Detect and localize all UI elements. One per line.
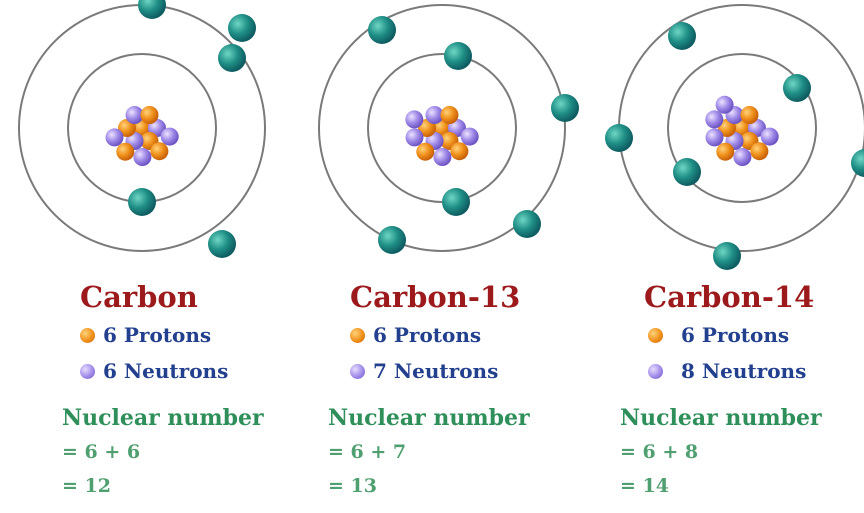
electron — [783, 74, 811, 102]
nuclear-sum: = 6 + 7 — [328, 441, 407, 463]
neutron — [715, 95, 734, 114]
proton — [440, 106, 459, 124]
proton — [418, 119, 436, 137]
electron — [368, 16, 396, 44]
nuclear-number-label: Nuclear number — [328, 405, 530, 431]
isotope-panel-carbon-13: Carbon-13 6 Protons 7 Neutrons Nuclear n… — [328, 280, 600, 500]
neutron — [705, 128, 724, 147]
neutron — [125, 106, 144, 124]
protons-label: 6 Protons — [373, 323, 482, 347]
nuclear-number-label: Nuclear number — [620, 405, 822, 431]
proton-row: 6 Protons — [644, 320, 864, 350]
neutron — [405, 128, 424, 147]
electron — [513, 210, 541, 238]
nuclear-total: = 12 — [62, 475, 111, 497]
nuclear-number-label: Nuclear number — [62, 405, 264, 431]
neutrons-label: 6 Neutrons — [103, 359, 229, 383]
neutron — [133, 148, 152, 166]
neutron — [105, 128, 124, 147]
proton — [133, 119, 151, 137]
electron — [228, 14, 256, 42]
neutron — [760, 127, 779, 146]
atom-3 — [605, 4, 864, 270]
protons-label: 6 Protons — [103, 323, 212, 347]
proton — [116, 142, 135, 161]
neutron-row: 8 Neutrons — [644, 356, 864, 386]
atom-diagrams — [18, 0, 864, 270]
proton — [118, 119, 136, 137]
inner-orbit — [667, 53, 817, 203]
neutron — [448, 119, 466, 137]
proton — [718, 119, 736, 137]
neutrons-label: 8 Neutrons — [681, 359, 807, 383]
neutron-icon — [648, 363, 663, 379]
atom-1 — [18, 0, 266, 258]
proton — [416, 142, 435, 161]
electron — [673, 158, 701, 186]
neutron-row: 7 Neutrons — [350, 356, 600, 386]
neutron-icon — [80, 363, 95, 379]
electron — [378, 226, 406, 254]
proton — [450, 142, 469, 161]
neutron-row: 6 Neutrons — [80, 356, 330, 386]
electron — [208, 230, 236, 258]
neutron — [148, 119, 166, 137]
neutron — [748, 119, 766, 137]
electron — [444, 42, 472, 70]
proton-icon — [648, 327, 663, 343]
proton-row: 6 Protons — [80, 320, 330, 350]
neutron — [160, 127, 179, 146]
neutron — [733, 148, 752, 166]
electron — [605, 124, 633, 152]
outer-orbit — [318, 4, 566, 252]
isotope-name: Carbon — [80, 280, 198, 314]
electron — [128, 188, 156, 216]
neutron — [460, 127, 479, 146]
electron — [218, 44, 246, 72]
nuclear-total: = 14 — [620, 475, 669, 497]
nuclear-sum: = 6 + 6 — [62, 441, 141, 463]
proton-icon — [80, 327, 95, 343]
electron — [138, 0, 166, 19]
proton — [140, 106, 159, 124]
electron — [851, 149, 864, 177]
proton — [716, 142, 735, 161]
proton — [433, 119, 451, 137]
neutron-icon — [350, 363, 365, 379]
protons-label: 6 Protons — [681, 323, 790, 347]
proton — [740, 106, 759, 124]
proton — [150, 142, 169, 161]
isotope-name: Carbon-14 — [644, 280, 815, 314]
isotope-panel-carbon: Carbon 6 Protons 6 Neutrons Nuclear numb… — [62, 280, 330, 500]
proton — [733, 119, 751, 137]
isotope-name: Carbon-13 — [350, 280, 521, 314]
proton — [750, 142, 769, 161]
isotope-panel-carbon-14: Carbon-14 6 Protons 8 Neutrons Nuclear n… — [620, 280, 864, 500]
neutron — [425, 106, 444, 124]
nuclear-sum: = 6 + 8 — [620, 441, 699, 463]
electron — [551, 94, 579, 122]
electron — [668, 22, 696, 50]
neutron — [705, 110, 724, 129]
proton-row: 6 Protons — [350, 320, 600, 350]
atom-2 — [318, 4, 579, 254]
neutron — [433, 148, 452, 166]
electron — [713, 242, 741, 270]
proton-icon — [350, 327, 365, 343]
neutron — [405, 110, 424, 129]
neutrons-label: 7 Neutrons — [373, 359, 499, 383]
electron — [442, 188, 470, 216]
nuclear-total: = 13 — [328, 475, 377, 497]
